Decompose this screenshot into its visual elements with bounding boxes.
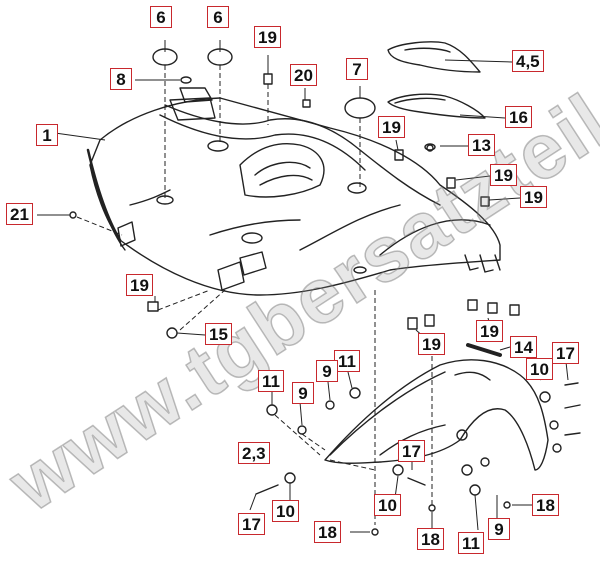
callout-19a[interactable]: 19 bbox=[254, 26, 281, 48]
callout-9a[interactable]: 9 bbox=[292, 382, 314, 404]
callout-13[interactable]: 13 bbox=[468, 134, 495, 156]
callout-17c[interactable]: 17 bbox=[238, 513, 265, 535]
callout-11a[interactable]: 11 bbox=[258, 370, 284, 392]
callout-18b[interactable]: 18 bbox=[532, 494, 559, 516]
callout-15[interactable]: 15 bbox=[205, 323, 232, 345]
seal-part bbox=[387, 93, 486, 119]
callout-19g[interactable]: 19 bbox=[476, 320, 503, 342]
callout-18a[interactable]: 18 bbox=[314, 521, 341, 543]
callout-6a[interactable]: 6 bbox=[150, 6, 172, 28]
callout-10c[interactable]: 10 bbox=[272, 500, 299, 522]
lower-fender-part bbox=[324, 359, 549, 471]
callout-14[interactable]: 14 bbox=[510, 336, 537, 358]
callout-2-3[interactable]: 2,3 bbox=[238, 442, 270, 464]
callout-11c[interactable]: 11 bbox=[458, 532, 484, 554]
callout-9b[interactable]: 9 bbox=[316, 360, 338, 382]
front-cover-part bbox=[86, 87, 501, 296]
callout-7[interactable]: 7 bbox=[346, 58, 368, 80]
callout-17b[interactable]: 17 bbox=[398, 440, 425, 462]
callout-10a[interactable]: 10 bbox=[526, 358, 553, 380]
grille-part bbox=[387, 41, 481, 73]
callout-17a[interactable]: 17 bbox=[552, 342, 579, 364]
callout-8[interactable]: 8 bbox=[110, 68, 132, 90]
callout-4-5[interactable]: 4,5 bbox=[512, 50, 544, 72]
callout-1[interactable]: 1 bbox=[36, 124, 58, 146]
callout-16[interactable]: 16 bbox=[505, 106, 532, 128]
callout-19c[interactable]: 19 bbox=[490, 164, 517, 186]
callout-11b[interactable]: 11 bbox=[334, 350, 360, 372]
cap-part bbox=[344, 97, 376, 119]
callout-19d[interactable]: 19 bbox=[520, 186, 547, 208]
leader-lines bbox=[37, 40, 569, 533]
callout-19f[interactable]: 19 bbox=[418, 333, 445, 355]
callout-18c[interactable]: 18 bbox=[417, 528, 444, 550]
callout-21[interactable]: 21 bbox=[6, 203, 33, 225]
callout-10b[interactable]: 10 bbox=[374, 494, 401, 516]
callout-6b[interactable]: 6 bbox=[207, 6, 229, 28]
callout-19e[interactable]: 19 bbox=[126, 274, 153, 296]
callout-9c[interactable]: 9 bbox=[488, 518, 510, 540]
callout-19b[interactable]: 19 bbox=[378, 116, 405, 138]
callout-20[interactable]: 20 bbox=[290, 64, 317, 86]
